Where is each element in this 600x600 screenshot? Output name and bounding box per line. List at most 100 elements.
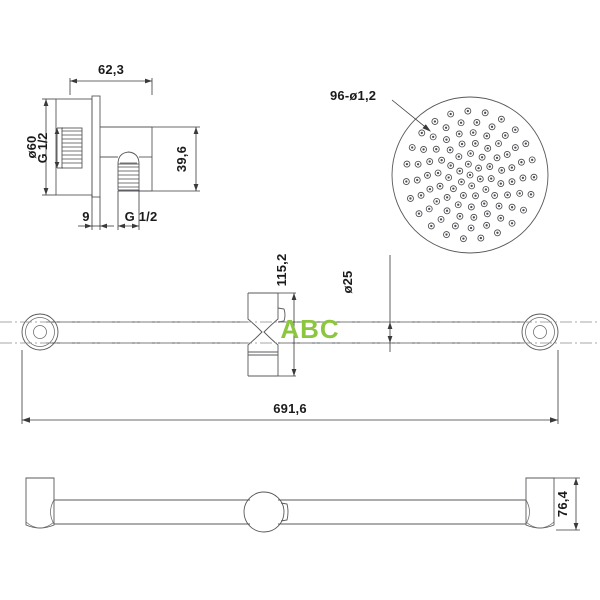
dim-label-diameter-60: ø60 <box>24 135 39 158</box>
nozzle <box>429 133 437 141</box>
nozzle-bore <box>466 109 469 113</box>
nozzle <box>407 195 414 202</box>
nozzle <box>508 178 516 186</box>
dimension-76-4: 76,4 <box>554 477 580 531</box>
nozzle <box>464 107 472 115</box>
nozzle <box>458 140 466 148</box>
nozzle <box>457 119 465 127</box>
nozzle-bore <box>510 166 514 169</box>
nozzle <box>501 132 509 139</box>
nozzle <box>443 193 451 201</box>
nozzle <box>403 160 411 168</box>
nozzle-bore <box>521 176 525 180</box>
nozzle-bore <box>420 131 423 135</box>
nozzle-bore <box>416 178 419 182</box>
nozzle <box>484 144 492 152</box>
nozzle-bore <box>458 215 462 218</box>
nozzle-bore <box>496 231 499 234</box>
nozzle-bore <box>460 180 463 184</box>
nozzle-bore <box>497 204 501 208</box>
nozzle <box>414 160 422 168</box>
nozzle <box>480 200 488 208</box>
nozzle-callout: 96-ø1,2 <box>330 88 431 132</box>
nozzle <box>472 192 479 200</box>
nozzle <box>520 206 527 214</box>
nozzle-bore <box>470 184 473 188</box>
nozzle-bore <box>495 156 499 160</box>
nozzle-bore <box>459 121 463 124</box>
nozzle <box>449 185 457 193</box>
dimension-691-6: 691,6 <box>21 350 559 424</box>
nozzle <box>527 190 535 198</box>
nozzle-bore <box>454 224 457 228</box>
nozzle <box>522 140 530 148</box>
nozzle-bore <box>510 222 514 225</box>
inlet-thread-g-half: G 1/2 <box>36 127 83 169</box>
dim-label-9: 9 <box>82 209 89 224</box>
nozzle-bore <box>504 134 507 137</box>
nozzle-bore <box>486 147 489 150</box>
nozzle-bore <box>518 192 521 195</box>
nozzle <box>530 173 538 181</box>
nozzle-bore <box>457 203 460 206</box>
dim-label-76-4: 76,4 <box>555 490 570 517</box>
nozzle-bore <box>433 120 437 123</box>
nozzle <box>497 180 505 188</box>
nozzle <box>493 154 501 162</box>
nozzle <box>447 162 455 169</box>
nozzle-bore <box>467 162 470 166</box>
nozzle <box>518 158 525 166</box>
shower-head-view: 96-ø1,2 <box>330 88 549 254</box>
nozzle-bore <box>428 207 431 211</box>
nozzle-bore <box>472 216 475 219</box>
nozzle-bore <box>510 206 514 209</box>
nozzle-pattern <box>402 107 538 243</box>
nozzle <box>469 129 477 137</box>
nozzle-bore <box>490 177 493 180</box>
nozzle <box>495 202 503 210</box>
nozzle-bore <box>524 142 527 145</box>
nozzle <box>503 151 511 158</box>
nozzle-bore <box>470 205 473 209</box>
nozzle <box>497 214 505 222</box>
nozzle <box>475 164 482 172</box>
nozzle <box>437 215 445 223</box>
nozzle <box>483 221 491 229</box>
nozzle-bore <box>520 161 523 164</box>
nozzle <box>471 140 479 147</box>
nozzle <box>432 145 440 153</box>
nozzle-bore <box>499 217 502 220</box>
nozzle-bore <box>532 176 536 179</box>
nozzle-bore <box>488 165 491 168</box>
elbow-flange-body <box>55 95 101 198</box>
dim-label-115-2: 115,2 <box>274 254 289 287</box>
nozzle-bore <box>484 188 488 191</box>
nozzle <box>476 175 484 183</box>
nozzle-bore <box>445 209 449 212</box>
nozzle <box>427 222 435 230</box>
nozzle <box>438 156 446 164</box>
nozzle <box>456 167 464 175</box>
nozzle-bore <box>449 112 452 116</box>
nozzle <box>466 171 474 179</box>
nozzle-bore <box>486 212 489 215</box>
nozzle-bore <box>506 153 509 156</box>
nozzle-bore <box>500 169 503 172</box>
top-end-left <box>25 477 55 529</box>
nozzle-bore <box>435 148 438 151</box>
nozzle <box>491 191 499 199</box>
nozzle <box>508 219 516 227</box>
shower-arm-top-view: 76,4 <box>25 477 580 533</box>
dimension-39-6: 39,6 <box>152 126 200 192</box>
nozzle-bore <box>445 138 448 141</box>
nozzle <box>434 169 442 177</box>
nozzle <box>454 201 462 209</box>
nozzle-bore <box>477 166 480 170</box>
nozzle <box>478 153 486 161</box>
arm-end-left <box>21 313 59 351</box>
nozzle-bore <box>469 152 472 155</box>
nozzle <box>483 210 491 218</box>
nozzle <box>420 145 428 153</box>
nozzle <box>511 144 519 152</box>
dim-label-691-6: 691,6 <box>273 401 307 416</box>
